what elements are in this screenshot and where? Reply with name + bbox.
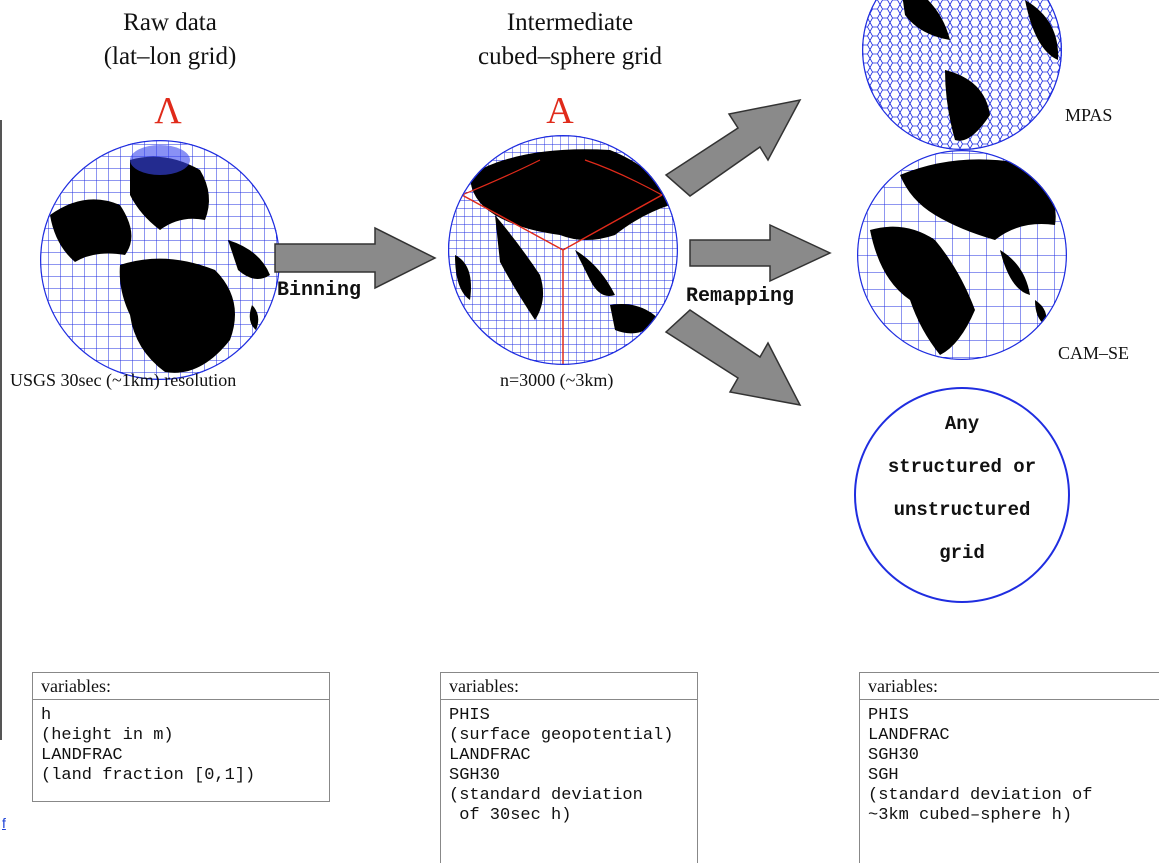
raw-variables-list: h(height in m)LANDFRAC(land fraction [0,… xyxy=(33,700,329,790)
latlon-globe xyxy=(40,140,280,380)
corner-link[interactable]: f xyxy=(2,815,6,831)
binning-arrow xyxy=(274,226,437,290)
cubed-sphere-globe xyxy=(448,135,678,365)
tgt-var-line: ~3km cubed–sphere h) xyxy=(868,806,1073,825)
int-var-line: PHIS xyxy=(449,706,490,725)
raw-data-title-line2: (lat–lon grid) xyxy=(103,43,237,70)
left-edge-rule xyxy=(0,120,2,740)
raw-var-line: (land fraction [0,1]) xyxy=(41,766,256,785)
mpas-globe xyxy=(862,0,1062,150)
tgt-var-line: LANDFRAC xyxy=(868,726,950,745)
int-var-line: (surface geopotential) xyxy=(449,726,674,745)
tgt-var-line: SGH xyxy=(868,766,899,785)
intermediate-title: Intermediate cubed–sphere grid xyxy=(440,6,700,74)
remap-arrow-down xyxy=(664,309,802,407)
any-grid-text: Any structured or unstructured grid xyxy=(858,403,1066,575)
remap-arrow-middle xyxy=(689,223,832,283)
intermediate-title-line1: Intermediate xyxy=(506,9,634,36)
tgt-var-line: SGH30 xyxy=(868,746,920,765)
intermediate-variables-header: variables: xyxy=(441,673,697,700)
int-var-line: of 30sec h) xyxy=(449,806,572,825)
remap-arrow-up xyxy=(664,98,802,197)
raw-var-line: h xyxy=(41,706,52,725)
cam-se-globe xyxy=(857,150,1067,360)
any-grid-line-4: grid xyxy=(939,542,985,564)
lambda-symbol: Λ xyxy=(154,90,182,132)
raw-data-title: Raw data (lat–lon grid) xyxy=(60,6,280,74)
a-symbol: A xyxy=(546,90,574,132)
raw-var-line: LANDFRAC xyxy=(41,746,123,765)
intermediate-caption: n=3000 (~3km) xyxy=(500,370,614,390)
any-grid-line-3: unstructured xyxy=(893,499,1031,521)
int-var-line: (standard deviation xyxy=(449,786,643,805)
binning-label: Binning xyxy=(277,279,362,302)
intermediate-title-line2: cubed–sphere grid xyxy=(478,43,662,70)
int-var-line: SGH30 xyxy=(449,766,501,785)
cam-se-label: CAM–SE xyxy=(1058,343,1130,363)
target-variables-header: variables: xyxy=(860,673,1159,700)
any-grid-circle xyxy=(854,387,1070,603)
int-var-line: LANDFRAC xyxy=(449,746,531,765)
any-grid-line-2: structured or xyxy=(887,456,1037,478)
raw-var-line: (height in m) xyxy=(41,726,174,745)
raw-variables-box: variables: h(height in m)LANDFRAC(land f… xyxy=(32,672,330,802)
remapping-label: Remapping xyxy=(686,285,795,308)
raw-data-caption: USGS 30sec (~1km) resolution xyxy=(10,370,237,390)
tgt-var-line: PHIS xyxy=(868,706,909,725)
raw-data-title-line1: Raw data xyxy=(123,9,217,36)
tgt-var-line: (standard deviation of xyxy=(868,786,1093,805)
raw-variables-header: variables: xyxy=(33,673,329,700)
intermediate-variables-box: variables: PHIS(surface geopotential)LAN… xyxy=(440,672,698,863)
any-grid-line-1: Any xyxy=(944,413,980,435)
mpas-label: MPAS xyxy=(1065,105,1113,125)
